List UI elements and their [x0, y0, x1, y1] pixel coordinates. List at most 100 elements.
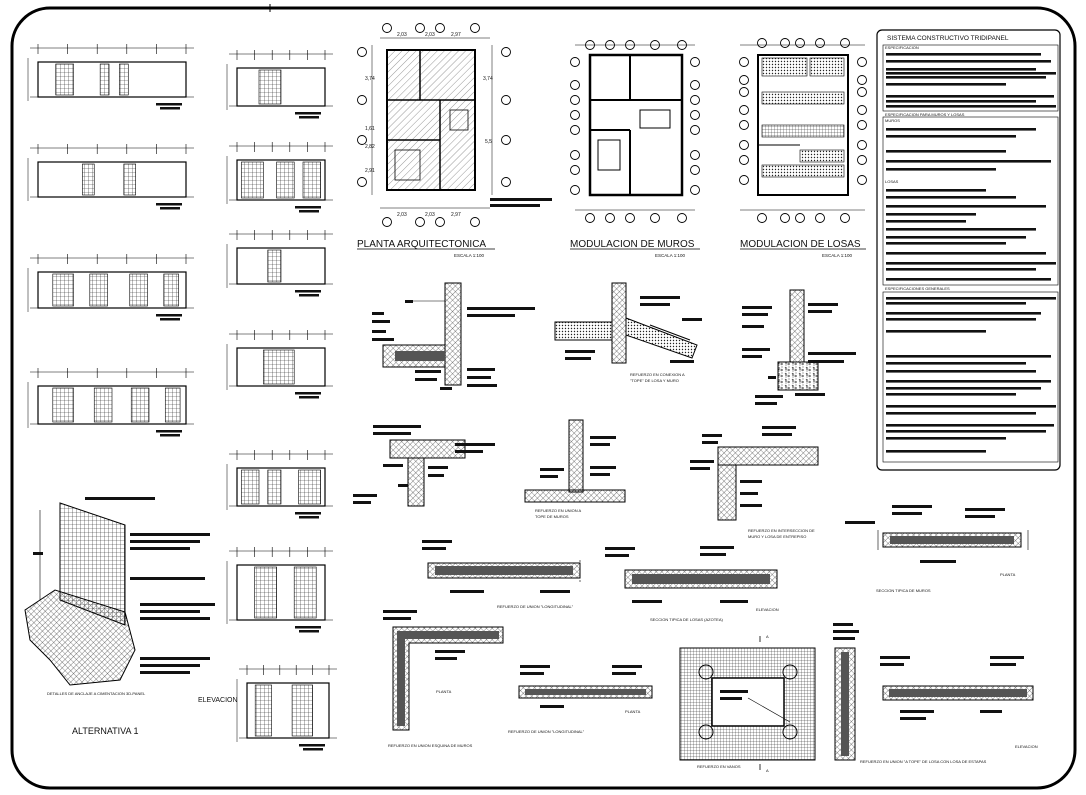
caption-planta-corner: PLANTA [436, 689, 452, 694]
caption-planta-mid: PLANTA [625, 709, 641, 714]
spec-line [886, 387, 1041, 390]
grid-bubble [357, 47, 367, 57]
plan1-scale: ESCALA 1:100 [454, 253, 485, 258]
detail-wall-base [742, 289, 856, 405]
dim-top-1: 2,03 [397, 32, 407, 38]
spec-line [886, 450, 986, 453]
spec-section-5: ESPECIFICACIONES GENERALES [885, 286, 950, 291]
spec-title: SISTEMA CONSTRUCTIVO TRIDIPANEL [887, 35, 1009, 42]
detail-vanos: REFUERZO EN VANOS A A [679, 634, 816, 773]
elevation-left-4 [27, 368, 194, 437]
grid-bubble [690, 80, 700, 90]
elevation-mid-2 [226, 142, 333, 213]
grid-bubble [815, 38, 825, 48]
grid-bubble [795, 213, 805, 223]
grid-bubble [840, 213, 850, 223]
caption-losa-muro-2: "TOPE" DE LOSA Y MURO [630, 378, 679, 383]
grid-bubble [585, 213, 595, 223]
detail-anclaje: DETALLES DE ANCLAJE A CIMENTACION 3D-PAN… [24, 497, 238, 736]
grid-bubble [739, 175, 749, 185]
caption-esquina: REFUERZO EN UNION ESQUINA DE MUROS [388, 743, 473, 748]
spec-section-3: MUROS [885, 118, 900, 123]
grid-bubble [650, 40, 660, 50]
modulacion-muros: MODULACION DE MUROS ESCALA 1:100 [570, 40, 700, 258]
grid-bubble [570, 165, 580, 175]
spec-line [886, 252, 1046, 255]
grid-bubble [415, 23, 425, 33]
grid-bubble [739, 140, 749, 150]
detail-union-long-2: PLANTA REFUERZO DE UNION "LONGITUDINAL" [508, 665, 653, 734]
grid-bubble [625, 40, 635, 50]
grid-bubble [739, 57, 749, 67]
spec-line [886, 297, 1056, 300]
spec-line [886, 424, 1054, 427]
grid-bubble [382, 217, 392, 227]
dim-top-2: 2,03 [425, 32, 435, 38]
grid-bubble [690, 110, 700, 120]
spec-line [886, 380, 1051, 383]
grid-bubble [470, 217, 480, 227]
spec-section-1: ESPECIFICACION [885, 45, 919, 50]
spec-line [886, 330, 986, 333]
caption-union-tope-1: REFUERZO EN UNION A [535, 508, 582, 513]
grid-bubble [780, 38, 790, 48]
grid-bubble [435, 217, 445, 227]
caption-elevacion-mid: ELEVACION [756, 607, 779, 612]
grid-bubble [357, 135, 367, 145]
dim-bottom-3: 2,97 [451, 212, 461, 218]
spec-line [886, 128, 1036, 131]
left-elevations [27, 44, 194, 437]
spec-line [886, 205, 1046, 208]
spec-line [886, 53, 1041, 56]
grid-bubble [570, 125, 580, 135]
caption-interseccion-2: MURO Y LOSA DE ENTREPISO [748, 534, 806, 539]
grid-bubble [690, 165, 700, 175]
elevation-left-2 [27, 144, 194, 210]
grid-bubble [677, 213, 687, 223]
grid-bubble [570, 80, 580, 90]
grid-bubble [605, 40, 615, 50]
grid-bubble [795, 38, 805, 48]
detail-union-long-1: REFUERZO DE UNION "LONGITUDINAL" [422, 540, 581, 609]
spec-line [886, 213, 976, 216]
grid-bubble [815, 213, 825, 223]
detail-union-tope: REFUERZO EN UNION A TOPE DE MUROS [524, 419, 626, 519]
grid-bubble [605, 213, 615, 223]
middle-elevations [226, 50, 337, 751]
dim-bottom-2: 2,03 [425, 212, 435, 218]
spec-text-lines [886, 53, 1056, 453]
dim-left-3: 2,82 [365, 144, 375, 150]
detail-t-slab [353, 425, 495, 507]
section-mark-top: A [766, 634, 769, 639]
dim-bottom-1: 2,03 [397, 212, 407, 218]
elevation-mid-1 [226, 50, 333, 119]
grid-bubble [857, 140, 867, 150]
grid-bubble [780, 213, 790, 223]
spec-line [886, 72, 1056, 75]
grid-bubble [570, 185, 580, 195]
caption-union-long-1: REFUERZO DE UNION "LONGITUDINAL" [497, 604, 574, 609]
spec-line [886, 160, 1051, 163]
grid-bubble [501, 135, 511, 145]
grid-bubble [690, 95, 700, 105]
spec-line [886, 405, 1056, 408]
grid-bubble [435, 23, 445, 33]
grid-bubble [501, 47, 511, 57]
sheet-frame [10, 6, 1077, 790]
spec-line [886, 150, 1006, 153]
caption-vanos: REFUERZO EN VANOS [697, 764, 741, 769]
spec-line [886, 437, 1006, 440]
grid-bubble [739, 105, 749, 115]
caption-interseccion-1: REFUERZO EN INTERSECCION DE [748, 528, 815, 533]
caption-union-long-2: REFUERZO DE UNION "LONGITUDINAL" [508, 729, 585, 734]
caption-alternativa: ALTERNATIVA 1 [72, 726, 139, 736]
grid-bubble [857, 87, 867, 97]
spec-line [886, 312, 1041, 315]
spec-line [886, 100, 1036, 103]
spec-line [886, 228, 1036, 231]
spec-line [886, 370, 1036, 373]
spec-line [886, 412, 1036, 415]
caption-planta-right: PLANTA [1000, 572, 1016, 577]
